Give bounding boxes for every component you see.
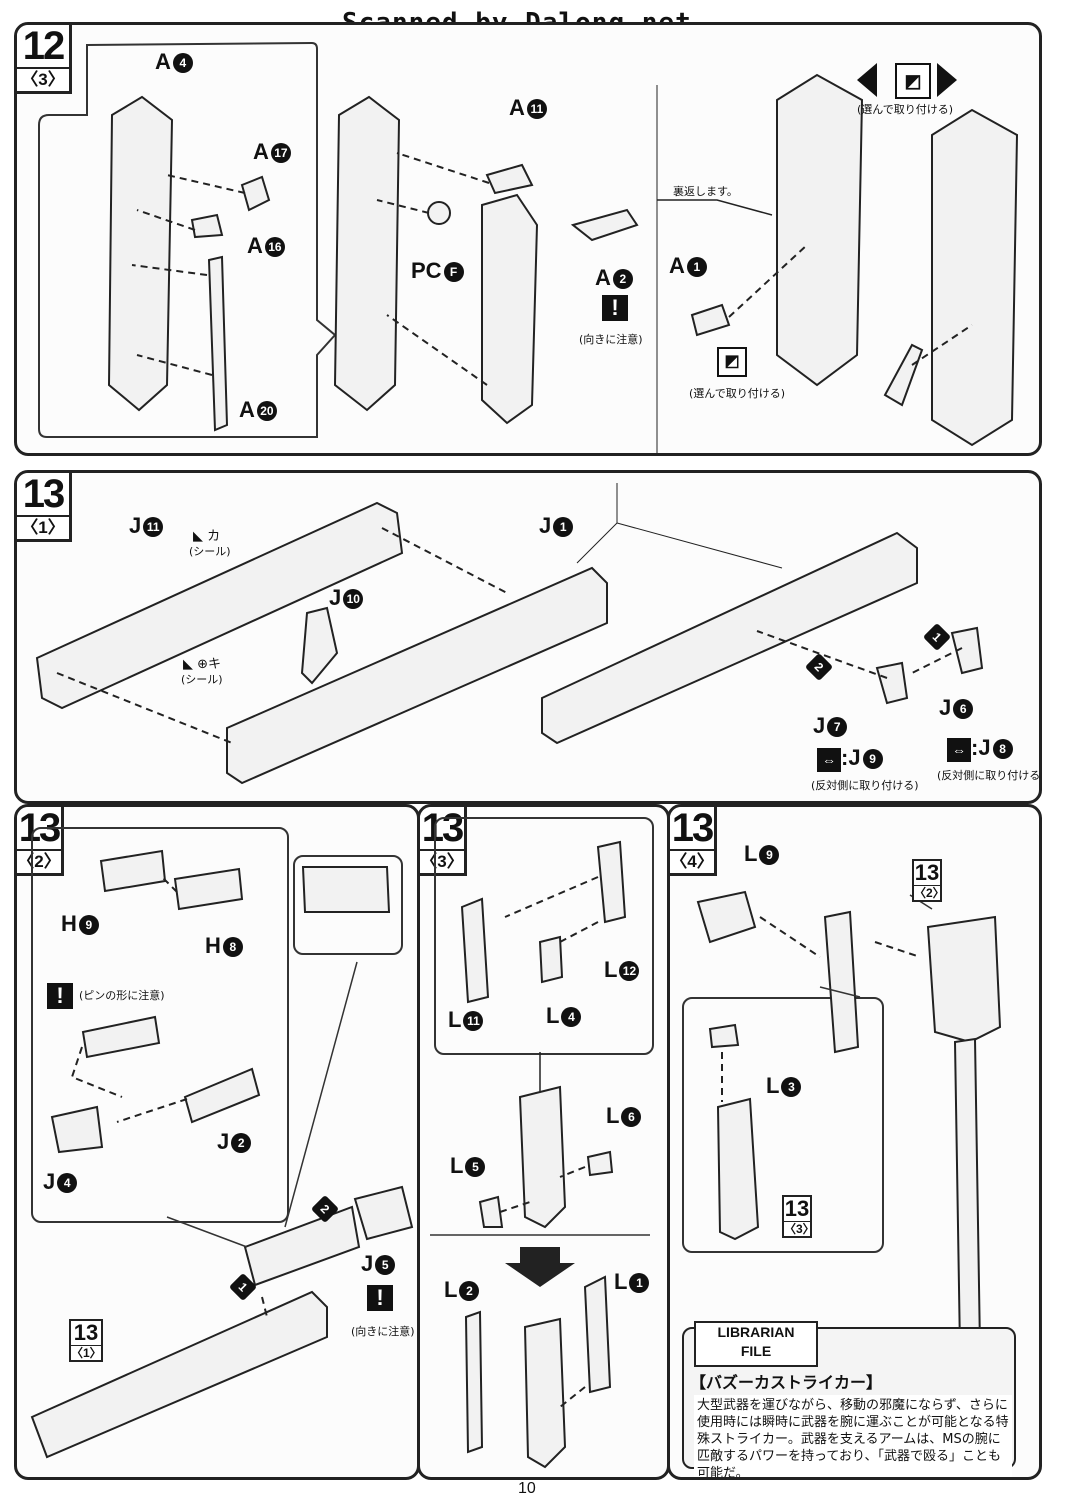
subassembly-box — [682, 997, 884, 1253]
choose-note-top: (選んで取り付ける) — [857, 103, 954, 116]
pin-note: (ピンの形に注意) — [79, 989, 165, 1002]
opposite-note-2: (反対側に取り付ける) — [937, 769, 1042, 782]
step-marker-1: 1 — [228, 1272, 258, 1302]
step-label: 13 〈1〉 — [17, 473, 72, 542]
caution-note: (向きに注意) — [351, 1325, 415, 1338]
librarian-body: 大型武器を運びながら、移動の邪魔にならず、さらに使用時には瞬時に武器を腕に運ぶこ… — [694, 1395, 1012, 1477]
ref-step-13-2: 13〈2〉 — [912, 859, 945, 902]
seal-note-1: (シール) — [189, 545, 231, 558]
seal-ka: ◣ カ — [193, 529, 221, 544]
step-number: 12 — [22, 24, 66, 68]
step-sub: 〈4〉 — [670, 849, 714, 873]
caution-icon: ! — [602, 295, 628, 321]
step-sub: 〈3〉 — [420, 849, 464, 873]
ref-step-13-3: 13〈3〉 — [782, 1195, 815, 1238]
step-marker-2: 2 — [804, 652, 834, 682]
step-label: 13 〈4〉 — [670, 807, 717, 876]
librarian-badge: LIBRARIAN FILE — [694, 1321, 818, 1367]
subassembly-box — [434, 817, 654, 1055]
step-sub: 〈1〉 — [17, 515, 69, 539]
assembly-illustration-13-4 — [696, 890, 1002, 1351]
step-label: 12 〈3〉 — [17, 25, 72, 94]
librarian-file-box: LIBRARIAN FILE 【バズーカストライカー】 大型武器を運びながら、移… — [682, 1321, 1016, 1477]
detail-box — [293, 855, 403, 955]
subassembly-box — [31, 827, 289, 1223]
assembly-illustration-13-1 — [35, 483, 984, 785]
page-number: 10 — [518, 1480, 536, 1497]
librarian-title: 【バズーカストライカー】 — [690, 1373, 883, 1392]
assembly-illustration-13-2 — [30, 849, 414, 1459]
opposite-note-1: (反対側に取り付ける) — [811, 779, 919, 792]
ref-step-13-1: 13〈1〉 — [69, 1319, 103, 1362]
caution-icon: ! — [367, 1285, 393, 1311]
assembly-illustration-13-3 — [430, 840, 650, 1469]
caution-note: (向きに注意) — [579, 333, 643, 346]
seal-ki: ◣ ⊕キ — [183, 657, 222, 672]
step-marker-1: 1 — [922, 622, 952, 652]
choose-icon-top: ◩ — [895, 63, 931, 99]
pin-caution-icon: ! — [47, 983, 73, 1009]
step-marker-2: 2 — [310, 1194, 340, 1224]
choose-icon: ◩ — [717, 347, 747, 377]
step-sub: 〈3〉 — [17, 67, 69, 91]
choose-note: (選んで取り付ける) — [689, 387, 786, 400]
step-number: 13 — [671, 806, 715, 850]
seal-note-2: (シール) — [181, 673, 223, 686]
step-number: 13 — [421, 806, 465, 850]
assembly-illustration-12 — [38, 41, 1019, 453]
step-sub: 〈2〉 — [17, 849, 61, 873]
step-number: 13 — [22, 472, 66, 516]
flip-note: 裏返します。 — [673, 185, 738, 198]
